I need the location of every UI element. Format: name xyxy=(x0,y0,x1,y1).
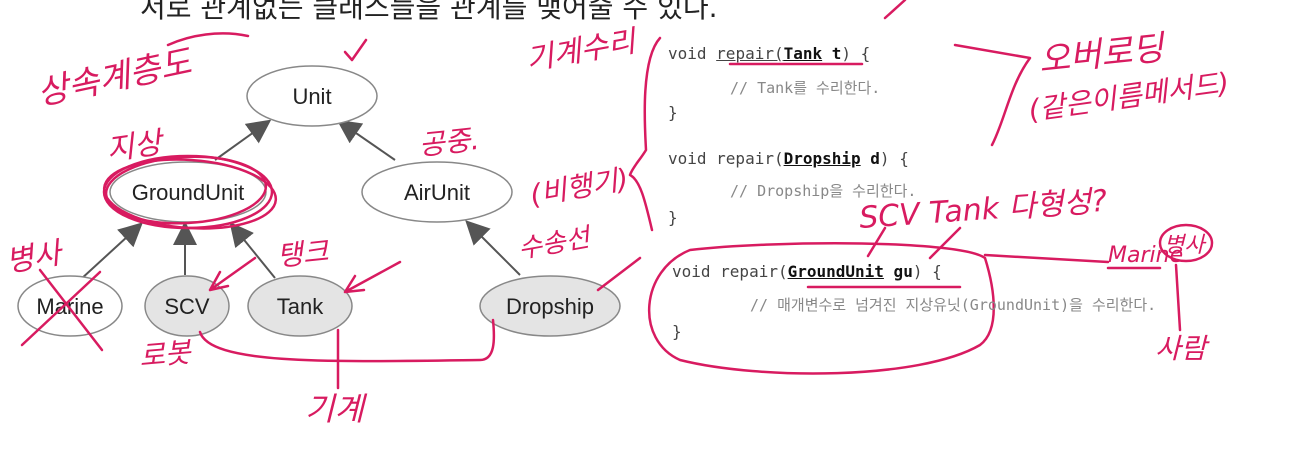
person-stem xyxy=(1174,263,1182,332)
annotation-overloading: 오버로딩 xyxy=(1037,28,1168,81)
annotation-ground: 지상 xyxy=(104,125,167,168)
annotation-machine: 기계 xyxy=(305,390,367,428)
machine-link-curve xyxy=(198,318,496,363)
marine-cross-mark xyxy=(20,268,104,352)
code-method-2-comment: // Dropship을 수리한다. xyxy=(730,182,917,200)
node-dropship-label: Dropship xyxy=(506,294,594,319)
annotation-marine-note: Marine xyxy=(1108,243,1183,268)
annotation-soldier-circled: 병사 xyxy=(1164,233,1207,258)
node-scv-label: SCV xyxy=(164,294,210,319)
node-unit-label: Unit xyxy=(292,84,331,109)
annotation-machine-repair: 기계수리 xyxy=(523,24,640,78)
annotation-soldier: 병사 xyxy=(3,235,67,280)
node-marine-label: Marine xyxy=(36,294,103,319)
edge-airunit-unit xyxy=(336,119,396,161)
top-tick xyxy=(883,0,907,20)
node-scv: SCV xyxy=(144,275,230,337)
code-method-2-signature: void repair(Dropship d) { xyxy=(668,149,909,168)
code-method-2-end: } xyxy=(668,208,678,227)
edge-tank-groundunit xyxy=(229,221,276,279)
overloading-bracket xyxy=(953,43,1032,147)
node-marine: Marine xyxy=(17,275,123,337)
groundunit-scribble-circle-3 xyxy=(102,158,278,230)
node-groundunit-label: GroundUnit xyxy=(132,180,245,205)
handwritten-text: 상속계층도 지상 공중. 병사 탱크 로봇 수송선 (비행기) 기계 기계수리 … xyxy=(3,24,1231,428)
scv-arrow xyxy=(208,256,257,292)
marine-note-line xyxy=(983,253,1110,264)
annotation-tank-kr: 탱크 xyxy=(275,235,331,273)
code-brace xyxy=(628,36,662,232)
node-dropship: Dropship xyxy=(479,275,621,337)
code-method-3-end: } xyxy=(672,322,682,341)
node-airunit-label: AirUnit xyxy=(404,180,470,205)
machine-repair-wave xyxy=(166,32,250,47)
node-groundunit: GroundUnit xyxy=(109,161,267,223)
third-method-loop xyxy=(648,242,995,375)
annotation-aircraft: (비행기) xyxy=(527,162,630,212)
annotation-robot: 로봇 xyxy=(138,336,193,373)
code-method-3-comment: // 매개변수로 넘겨진 지상유닛(GroundUnit)을 수리한다. xyxy=(750,296,1157,314)
dropship-arrow xyxy=(596,256,642,292)
code-method-1-signature: void repair(Tank t) { xyxy=(668,44,871,63)
node-tank-label: Tank xyxy=(277,294,324,319)
annotation-inheritance-hierarchy: 상속계층도 xyxy=(34,42,197,114)
handwritten-strokes xyxy=(20,0,1214,390)
annotation-transport: 수송선 xyxy=(516,222,595,265)
node-unit: Unit xyxy=(246,65,378,127)
scv-note-arrow xyxy=(866,226,887,258)
top-heading-text: 서로 관계없는 클래스들을 관계를 맺어줄 수 있다. xyxy=(140,0,718,24)
hierarchy-edges xyxy=(79,119,521,281)
tank-arrow xyxy=(343,260,402,294)
annotation-person: 사람 xyxy=(1155,332,1210,365)
unit-check-mark xyxy=(343,38,368,62)
edge-dropship-airunit xyxy=(465,220,521,276)
node-tank: Tank xyxy=(247,275,353,337)
annotation-air: 공중. xyxy=(417,123,481,162)
code-method-1-end: } xyxy=(668,103,678,122)
edge-groundunit-unit xyxy=(214,119,272,161)
code-method-3-signature: void repair(GroundUnit gu) { xyxy=(672,262,942,281)
soldier-circle xyxy=(1158,223,1214,263)
node-airunit: AirUnit xyxy=(361,161,513,223)
tank-note-arrow xyxy=(928,226,962,260)
edge-marine-groundunit xyxy=(79,222,143,281)
code-method-1-comment: // Tank를 수리한다. xyxy=(730,79,881,97)
